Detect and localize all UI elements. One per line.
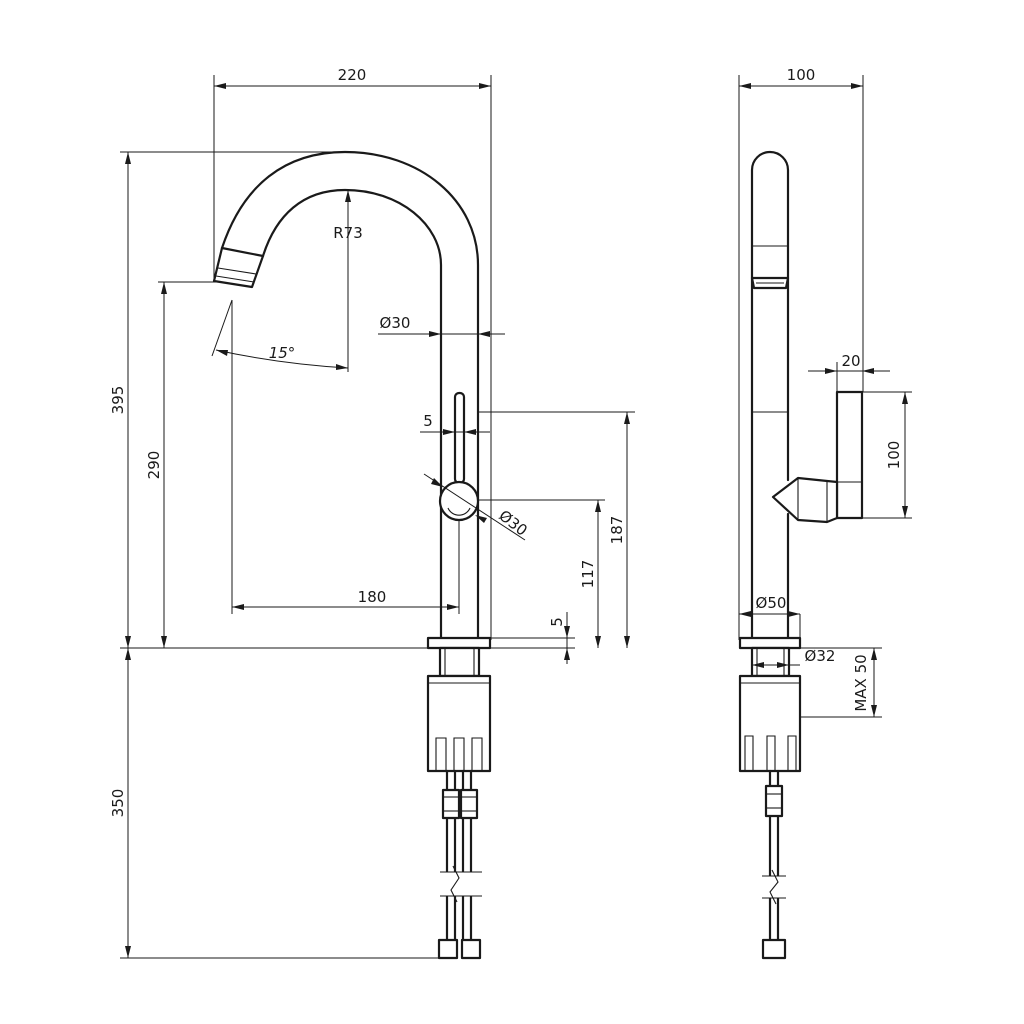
lever-offset-label: 5 (423, 412, 433, 430)
side-lever-width-label: 20 (841, 352, 860, 370)
side-max-thickness-label: MAX 50 (852, 654, 870, 711)
aerator (212, 246, 265, 289)
side-dimensions: 100 20 100 Ø50 Ø32 MAX 50 (738, 66, 912, 718)
base-plate (426, 636, 492, 650)
side-supply-hose (760, 769, 788, 960)
side-base-diameter-label: Ø50 (756, 594, 787, 612)
supply-hoses (437, 769, 482, 960)
knob-height-label: 117 (579, 560, 597, 589)
front-width-label: 220 (338, 66, 367, 84)
front-dimensions: 220 395 290 R73 15° Ø30 5 (109, 66, 635, 959)
body-diameter-label: Ø30 (380, 314, 411, 332)
side-body-outline (750, 150, 790, 642)
lever-handle (453, 391, 466, 485)
reach-label: 180 (358, 588, 387, 606)
side-width-label: 100 (787, 66, 816, 84)
front-view (212, 150, 492, 960)
lever-height-label: 187 (608, 516, 626, 545)
side-mounting-nut (738, 674, 802, 773)
knob-diameter-label: Ø30 (495, 506, 530, 539)
mounting-nut (426, 674, 492, 773)
side-view (738, 150, 864, 960)
spout-outer-outline (220, 150, 480, 642)
side-base-plate (738, 636, 802, 650)
shank (438, 646, 481, 678)
angle-label: 15° (269, 344, 296, 362)
spout-inner-outline (261, 188, 443, 642)
side-shank-diameter-label: Ø32 (805, 647, 836, 665)
base-plate-label: 5 (548, 617, 566, 627)
side-lever (835, 390, 864, 520)
radius-label: R73 (333, 224, 363, 242)
front-height-label: 395 (109, 386, 127, 415)
spout-height-label: 290 (145, 451, 163, 480)
side-lever-height-label: 100 (885, 441, 903, 470)
below-deck-label: 350 (109, 789, 127, 818)
